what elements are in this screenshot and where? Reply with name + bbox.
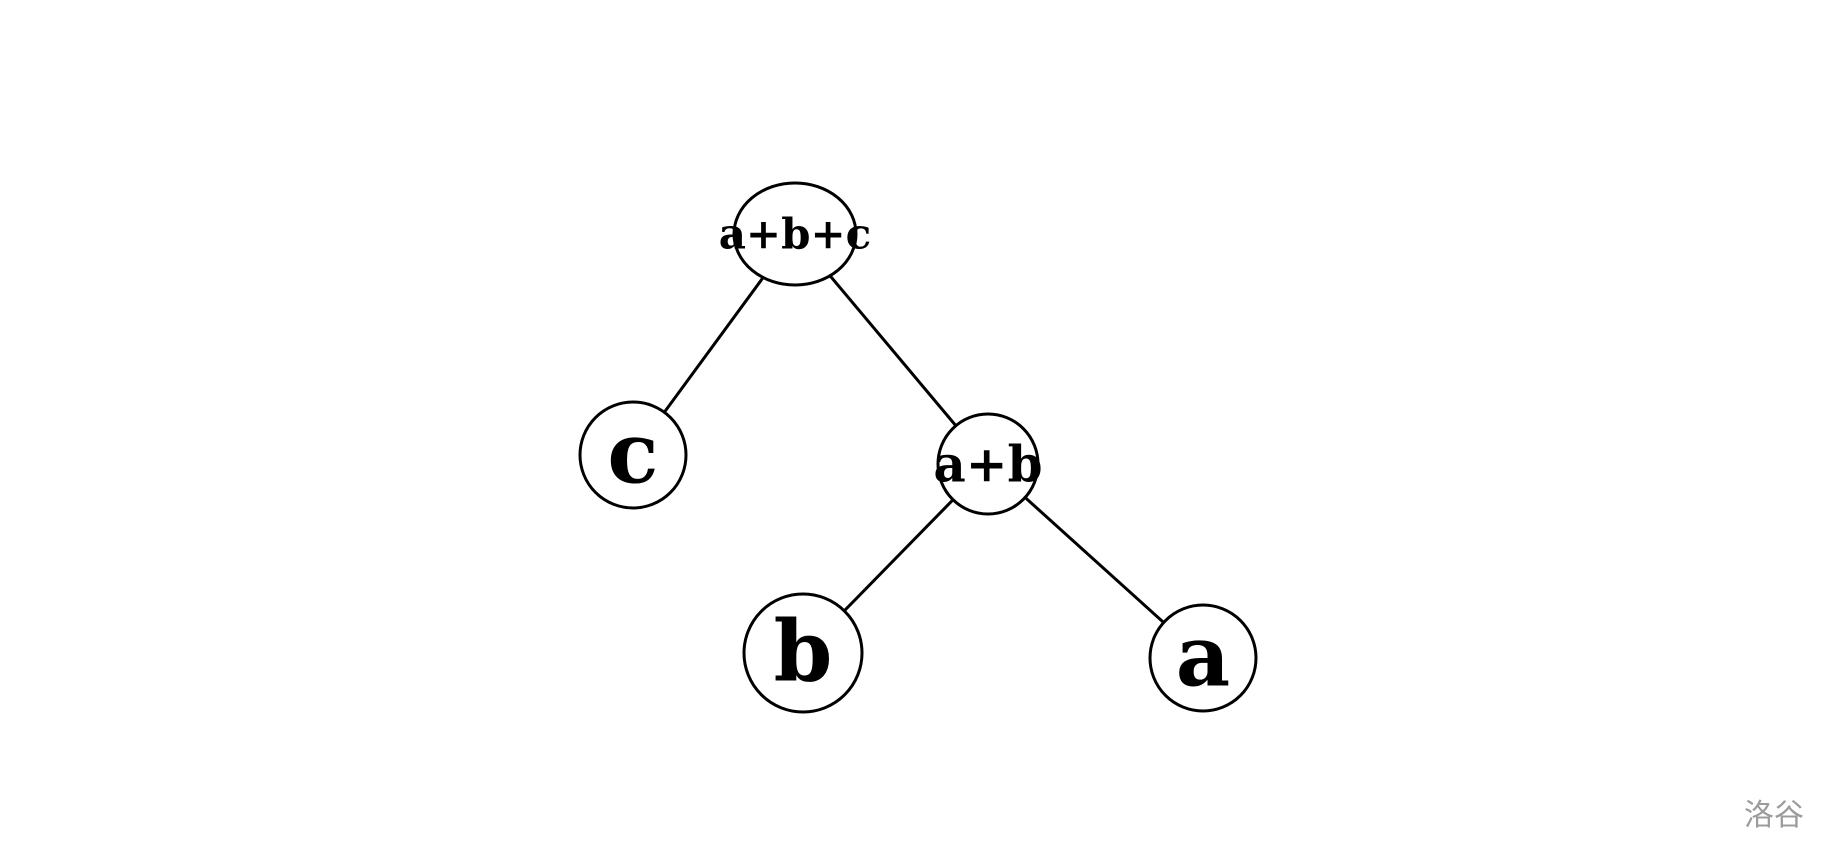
node-label-b: b <box>774 602 833 701</box>
node-label-c: c <box>607 404 658 503</box>
tree-node-c: c <box>578 400 688 510</box>
watermark-luogu: 洛谷 <box>1744 798 1804 833</box>
tree-node-root: a+b+c <box>719 181 872 287</box>
node-label-root: a+b+c <box>719 210 872 259</box>
tree-node-a: a <box>1148 603 1258 713</box>
node-label-a: a <box>1176 607 1230 706</box>
node-circle-c <box>578 400 688 510</box>
node-circle-aplusb <box>936 412 1040 516</box>
node-circle-b <box>742 592 864 714</box>
tree-node-aplusb: a+b <box>933 412 1043 516</box>
node-circle-root <box>732 181 858 287</box>
node-circle-a <box>1148 603 1258 713</box>
tree-node-b: b <box>742 592 864 714</box>
node-label-aplusb: a+b <box>933 435 1042 494</box>
tree-edges <box>631 233 1205 660</box>
